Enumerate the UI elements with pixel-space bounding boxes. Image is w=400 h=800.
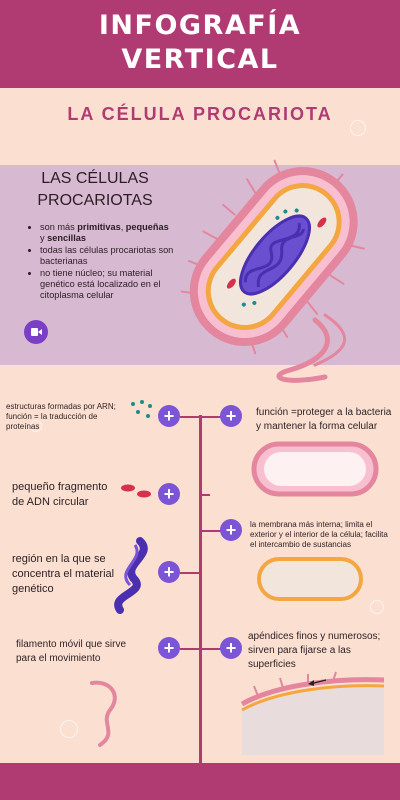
plus-plasmid-button[interactable]: + bbox=[158, 483, 180, 505]
intro-bullet: no tiene núcleo; su material genético es… bbox=[40, 268, 175, 301]
timeline-branch bbox=[180, 416, 232, 418]
timeline-line bbox=[199, 415, 202, 765]
intro-list: son más primitivas, pequeñas y sencillas… bbox=[28, 222, 175, 302]
page-subtitle: LA CÉLULA PROCARIOTA bbox=[67, 104, 333, 124]
header-title-line2: VERTICAL bbox=[121, 44, 279, 75]
label-cell-wall: función =proteger a la bacteria y manten… bbox=[256, 407, 392, 432]
intro-title: LAS CÉLULAS PROCARIOTAS bbox=[20, 168, 170, 212]
bullet-bold: primitivas bbox=[77, 222, 121, 232]
intro-title-line1: LAS CÉLULAS bbox=[41, 170, 149, 187]
plus-cell-wall-button[interactable]: + bbox=[220, 405, 242, 427]
header-banner bbox=[0, 0, 400, 88]
timeline-branch bbox=[180, 572, 200, 574]
timeline-branch bbox=[200, 494, 210, 496]
decor-bubble bbox=[350, 120, 366, 136]
footer-banner bbox=[0, 763, 400, 800]
decor-bubble bbox=[30, 420, 42, 432]
bullet-text: son más bbox=[40, 222, 78, 232]
decor-bubble bbox=[370, 600, 384, 614]
label-flagellum: filamento móvil que sirve para el movimi… bbox=[16, 639, 127, 664]
label-pili: apéndices finos y numerosos; sirven para… bbox=[248, 631, 381, 670]
label-plasmid: pequeño fragmento de ADN circular bbox=[12, 481, 108, 508]
membrane-illustration bbox=[257, 557, 363, 601]
cell-wall-illustration bbox=[251, 441, 379, 497]
label-membrane: la membrana más interna; limita el exter… bbox=[250, 520, 388, 549]
pili-illustration bbox=[240, 671, 385, 755]
plus-flagellum-button[interactable]: + bbox=[158, 637, 180, 659]
bullet-text: y bbox=[40, 233, 48, 243]
bullet-bold: sencillas bbox=[47, 233, 86, 243]
flagellum-illustration bbox=[90, 680, 117, 747]
bacteria-illustration bbox=[180, 159, 365, 383]
nucleoid-illustration bbox=[114, 537, 148, 614]
plus-nucleoid-button[interactable]: + bbox=[158, 561, 180, 583]
intro-title-line2: PROCARIOTAS bbox=[37, 192, 153, 209]
plus-pili-button[interactable]: + bbox=[220, 637, 242, 659]
label-ribosomes: estructuras formadas por ARN; función = … bbox=[6, 402, 116, 431]
header-title-line1: INFOGRAFÍA bbox=[98, 10, 302, 41]
plasmid-illustration bbox=[121, 484, 151, 498]
video-icon-lens bbox=[38, 329, 42, 335]
decor-bubble bbox=[60, 720, 78, 738]
plus-ribosomes-button[interactable]: + bbox=[158, 405, 180, 427]
intro-bullet: son más primitivas, pequeñas y sencillas bbox=[40, 222, 175, 244]
timeline-branch bbox=[200, 530, 232, 532]
ribosomes-illustration bbox=[131, 400, 152, 418]
plus-membrane-button[interactable]: + bbox=[220, 519, 242, 541]
label-nucleoid: región en la que se concentra el materia… bbox=[12, 553, 115, 595]
video-button[interactable] bbox=[24, 320, 48, 344]
video-icon bbox=[31, 328, 38, 336]
bullet-bold: pequeñas bbox=[125, 222, 169, 232]
bullet-text: , bbox=[120, 222, 126, 232]
timeline-branch bbox=[180, 648, 232, 650]
intro-bullet: todas las células procariotas son bacter… bbox=[40, 245, 175, 267]
